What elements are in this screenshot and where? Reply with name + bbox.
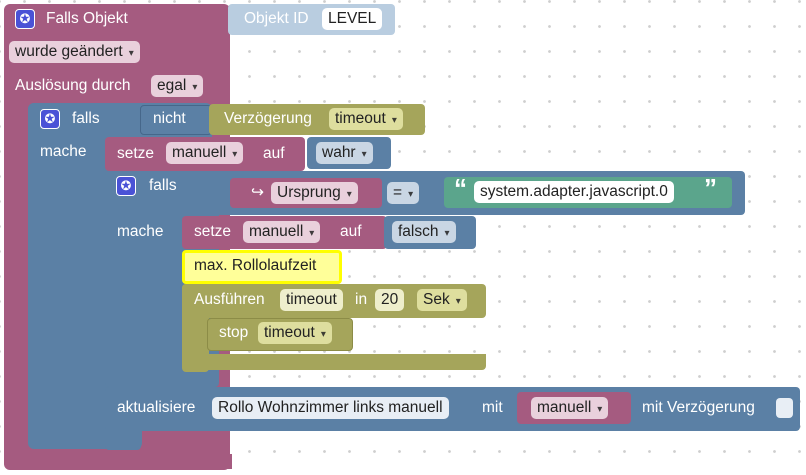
update-delay-label: mit Verzögerung (642, 399, 755, 416)
outer-do-label: mache (40, 143, 87, 160)
set-false-to-label: auf (340, 223, 362, 240)
delay-label: Verzögerung (224, 110, 312, 127)
timeout-name-field[interactable]: timeout (280, 289, 343, 311)
stop-name-value: timeout (264, 324, 315, 341)
compare-text-field[interactable]: system.adapter.javascript.0 (474, 181, 674, 203)
update-with-label: mit (482, 399, 503, 416)
inner-if-label: falls (149, 177, 177, 194)
outer-if-label: falls (72, 110, 100, 127)
set-true-to-label: auf (263, 145, 285, 162)
timeout-unit-dropdown[interactable]: Sek ▾ (417, 289, 467, 311)
set-false-label: setze (194, 223, 232, 240)
chevron-down-icon: ▾ (309, 228, 315, 239)
not-block[interactable] (140, 105, 212, 135)
object-id-connector (222, 9, 230, 29)
update-delay-checkbox[interactable] (776, 398, 793, 418)
delay-dropdown[interactable]: timeout ▾ (329, 108, 403, 130)
trigger-by-dropdown[interactable]: egal ▾ (151, 75, 204, 97)
chevron-down-icon: ▾ (320, 329, 326, 340)
update-target-field[interactable]: Rollo Wohnzimmer links manuell (212, 397, 449, 419)
update-label: aktualisiere (117, 399, 196, 416)
bool-true-dropdown[interactable]: wahr ▾ (316, 142, 373, 164)
gear-icon[interactable]: ✪ (15, 9, 35, 29)
source-value: Ursprung (277, 184, 341, 201)
comment-text: max. Rollolaufzeit (194, 257, 317, 274)
timeout-in-label: in (355, 291, 368, 308)
comment-block[interactable] (182, 250, 342, 284)
stop-label: stop (219, 324, 249, 341)
set-false-var: manuell (249, 223, 304, 240)
chevron-down-icon: ▾ (346, 189, 352, 200)
bool-true-value: wahr (322, 144, 356, 161)
inner-if-footer (105, 430, 141, 450)
delay-value: timeout (335, 110, 386, 127)
set-true-var: manuell (172, 144, 227, 161)
timeout-unit-value: Sek (423, 291, 450, 308)
set-true-var-dropdown[interactable]: manuell ▾ (166, 142, 244, 164)
close-quote-icon: ” (704, 173, 717, 203)
chevron-down-icon: ▾ (597, 404, 603, 415)
stop-name-dropdown[interactable]: timeout ▾ (258, 322, 332, 344)
inner-do-label: mache (117, 223, 164, 240)
change-dropdown[interactable]: wurde geändert ▾ (9, 41, 140, 63)
change-dropdown-label: wurde geändert (15, 43, 123, 60)
chevron-down-icon: ▾ (455, 296, 461, 307)
open-quote-icon: “ (454, 173, 467, 203)
timeout-duration-field[interactable]: 20 (375, 289, 405, 311)
gear-icon[interactable]: ✪ (116, 176, 136, 196)
operator-dropdown[interactable]: =▾ (387, 182, 420, 204)
timeout-run-label: Ausführen (194, 291, 265, 308)
chevron-down-icon: ▾ (408, 189, 414, 200)
trigger-by-value: egal (157, 77, 187, 94)
chevron-down-icon: ▾ (391, 115, 397, 126)
source-dropdown[interactable]: Ursprung ▾ (271, 182, 358, 204)
operator-value: = (393, 184, 403, 201)
chevron-down-icon: ▾ (444, 228, 450, 239)
redo-icon: ↪ (251, 184, 264, 201)
update-var-dropdown[interactable]: manuell ▾ (531, 397, 609, 419)
chevron-down-icon: ▾ (232, 149, 238, 160)
trigger-block-bottom-cap (20, 454, 232, 469)
trigger-by-label: Auslösung durch (15, 77, 131, 94)
not-label: nicht (153, 110, 186, 127)
set-false-var-dropdown[interactable]: manuell ▾ (243, 221, 321, 243)
bool-false-dropdown[interactable]: falsch ▾ (392, 221, 456, 243)
object-id-label: Objekt ID (244, 10, 309, 27)
timeout-block-footer (182, 354, 486, 370)
object-id-value[interactable]: LEVEL (322, 8, 383, 30)
chevron-down-icon: ▾ (361, 149, 367, 160)
bool-false-value: falsch (398, 223, 439, 240)
chevron-down-icon: ▾ (128, 48, 134, 59)
update-var-value: manuell (537, 399, 592, 416)
trigger-title: Falls Objekt (46, 10, 128, 27)
chevron-down-icon: ▾ (192, 82, 198, 93)
set-true-label: setze (117, 145, 155, 162)
gear-icon[interactable]: ✪ (40, 109, 60, 129)
